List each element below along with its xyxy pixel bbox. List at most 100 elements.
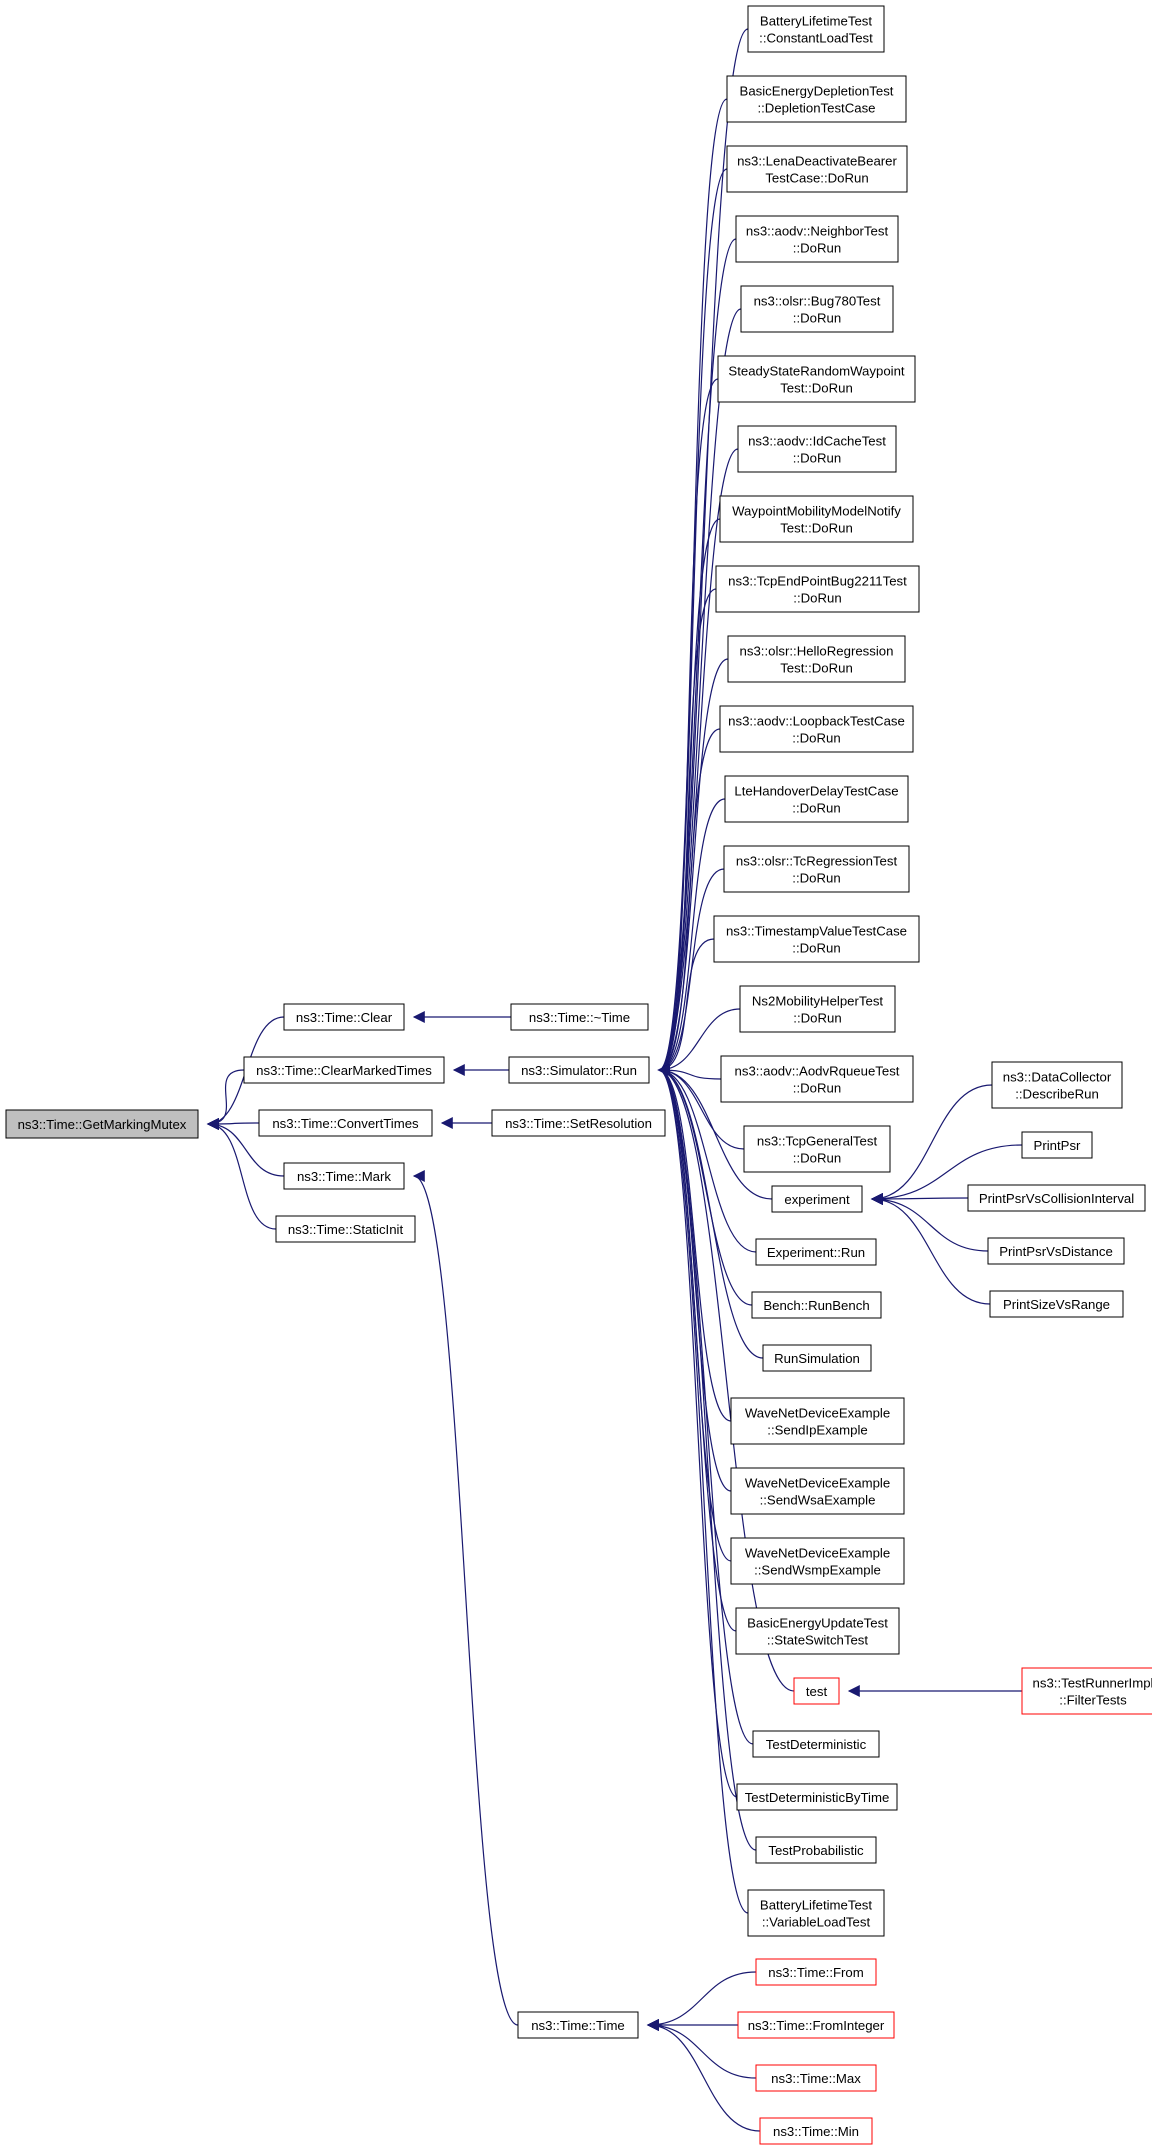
node-label-c9-0: ns3::TcpEndPointBug2211Test [728, 574, 907, 589]
node-c27[interactable]: TestDeterministic [752, 1730, 880, 1758]
edge-simrun-to-c26 [657, 1064, 795, 1692]
node-label-c2-1: ::DepletionTestCase [757, 101, 875, 116]
node-convert[interactable]: ns3::Time::ConvertTimes [258, 1109, 433, 1137]
node-c4[interactable]: ns3::aodv::NeighborTest::DoRun [735, 215, 899, 263]
node-label-c24-0: WaveNetDeviceExample [745, 1546, 890, 1561]
edge-simrun-to-c14 [657, 938, 715, 1076]
node-c13[interactable]: ns3::olsr::TcRegressionTest::DoRun [723, 845, 910, 893]
node-box-c26 [793, 1677, 840, 1705]
edge-simrun-to-c29 [657, 1064, 757, 1851]
node-label-c16-1: ::DoRun [793, 1081, 841, 1096]
edge-ctor-to-f1 [646, 1971, 757, 2031]
node-c30[interactable]: BatteryLifetimeTest::VariableLoadTest [747, 1889, 885, 1937]
node-label-e1-0: ns3::DataCollector [1003, 1070, 1112, 1085]
node-root[interactable]: ns3::Time::GetMarkingMutex [5, 1109, 199, 1139]
node-label-simrun-0: ns3::Simulator::Run [521, 1063, 637, 1078]
node-f4[interactable]: ns3::Time::Min [759, 2117, 873, 2145]
node-label-f4-0: ns3::Time::Min [773, 2124, 859, 2139]
node-c29[interactable]: TestProbabilistic [755, 1836, 877, 1864]
edge-simrun-to-c12 [657, 798, 726, 1076]
node-c7[interactable]: ns3::aodv::IdCacheTest::DoRun [737, 425, 897, 473]
node-dtor[interactable]: ns3::Time::~Time [510, 1003, 649, 1031]
node-box-dtor [510, 1003, 649, 1031]
node-label-c4-1: ::DoRun [793, 241, 841, 256]
node-f2[interactable]: ns3::Time::FromInteger [737, 2011, 895, 2039]
node-t1[interactable]: ns3::TestRunnerImpl::FilterTests [1021, 1667, 1152, 1715]
node-label-c25-0: BasicEnergyUpdateTest [747, 1616, 888, 1631]
node-label-c14-1: ::DoRun [792, 941, 840, 956]
node-c21[interactable]: RunSimulation [762, 1344, 872, 1372]
node-label-c7-1: ::DoRun [793, 451, 841, 466]
node-label-c17-0: ns3::TcpGeneralTest [757, 1134, 878, 1149]
node-e5[interactable]: PrintSizeVsRange [989, 1290, 1124, 1318]
node-c1[interactable]: BatteryLifetimeTest::ConstantLoadTest [747, 5, 885, 53]
node-staticinit[interactable]: ns3::Time::StaticInit [275, 1215, 416, 1243]
node-label-c20-0: Bench::RunBench [763, 1298, 869, 1313]
node-c23[interactable]: WaveNetDeviceExample::SendWsaExample [730, 1467, 905, 1515]
node-c11[interactable]: ns3::aodv::LoopbackTestCase::DoRun [719, 705, 914, 753]
node-c28[interactable]: TestDeterministicByTime [736, 1783, 898, 1811]
node-c22[interactable]: WaveNetDeviceExample::SendIpExample [730, 1397, 905, 1445]
node-c9[interactable]: ns3::TcpEndPointBug2211Test::DoRun [715, 565, 920, 613]
node-c18[interactable]: experiment [771, 1185, 863, 1213]
node-box-c11 [719, 705, 914, 753]
node-f1[interactable]: ns3::Time::From [755, 1958, 877, 1986]
node-c19[interactable]: Experiment::Run [755, 1238, 877, 1266]
node-c26[interactable]: test [793, 1677, 840, 1705]
node-box-clear [283, 1003, 405, 1031]
edge-simrun-to-c11 [657, 728, 721, 1076]
node-label-e2-0: PrintPsr [1034, 1138, 1082, 1153]
node-clearmarked[interactable]: ns3::Time::ClearMarkedTimes [243, 1056, 445, 1084]
node-c5[interactable]: ns3::olsr::Bug780Test::DoRun [740, 285, 894, 333]
node-box-c9 [715, 565, 920, 613]
node-label-c10-0: ns3::olsr::HelloRegression [740, 644, 894, 659]
node-e2[interactable]: PrintPsr [1021, 1131, 1093, 1159]
node-f3[interactable]: ns3::Time::Max [755, 2064, 877, 2092]
node-label-c16-0: ns3::aodv::AodvRqueueTest [735, 1064, 900, 1079]
node-mark[interactable]: ns3::Time::Mark [283, 1162, 405, 1190]
node-label-root-0: ns3::Time::GetMarkingMutex [18, 1117, 187, 1132]
edge-simrun-to-c15 [657, 1008, 741, 1076]
node-label-c2-0: BasicEnergyDepletionTest [740, 84, 894, 99]
node-e1[interactable]: ns3::DataCollector::DescribeRun [991, 1061, 1123, 1109]
node-c17[interactable]: ns3::TcpGeneralTest::DoRun [743, 1125, 891, 1173]
edge-simrun-to-c22 [657, 1064, 732, 1422]
node-label-convert-0: ns3::Time::ConvertTimes [272, 1116, 419, 1131]
edge-simrun-to-c10 [657, 658, 729, 1076]
node-c2[interactable]: BasicEnergyDepletionTest::DepletionTestC… [726, 75, 907, 123]
node-box-c7 [737, 425, 897, 473]
node-box-c16 [720, 1055, 914, 1103]
node-e3[interactable]: PrintPsrVsCollisionInterval [967, 1184, 1146, 1212]
edge-simrun-to-c9 [657, 588, 717, 1076]
node-c12[interactable]: LteHandoverDelayTestCase::DoRun [724, 775, 909, 823]
node-box-c15 [739, 985, 896, 1033]
node-c20[interactable]: Bench::RunBench [751, 1291, 882, 1319]
node-label-c5-1: ::DoRun [793, 311, 841, 326]
node-box-clearmarked [243, 1056, 445, 1084]
node-setres[interactable]: ns3::Time::SetResolution [491, 1109, 666, 1137]
node-box-c19 [755, 1238, 877, 1266]
node-ctor[interactable]: ns3::Time::Time [517, 2011, 639, 2039]
node-c25[interactable]: BasicEnergyUpdateTest::StateSwitchTest [735, 1607, 900, 1655]
edge-simrun-to-c27 [657, 1064, 754, 1745]
edge-simrun-to-c18 [657, 1064, 773, 1200]
edge-root-to-clearmarked [206, 1069, 245, 1130]
node-box-f4 [759, 2117, 873, 2145]
node-c16[interactable]: ns3::aodv::AodvRqueueTest::DoRun [720, 1055, 914, 1103]
edge-mark-to-ctor [412, 1170, 519, 2026]
node-box-e4 [987, 1237, 1125, 1265]
node-c14[interactable]: ns3::TimestampValueTestCase::DoRun [713, 915, 920, 963]
node-simrun[interactable]: ns3::Simulator::Run [508, 1056, 650, 1084]
node-box-staticinit [275, 1215, 416, 1243]
node-c15[interactable]: Ns2MobilityHelperTest::DoRun [739, 985, 896, 1033]
node-c24[interactable]: WaveNetDeviceExample::SendWsmpExample [730, 1537, 905, 1585]
node-clear[interactable]: ns3::Time::Clear [283, 1003, 405, 1031]
node-label-clear-0: ns3::Time::Clear [296, 1010, 393, 1025]
node-e4[interactable]: PrintPsrVsDistance [987, 1237, 1125, 1265]
edge-simrun-to-c30 [657, 1064, 749, 1914]
